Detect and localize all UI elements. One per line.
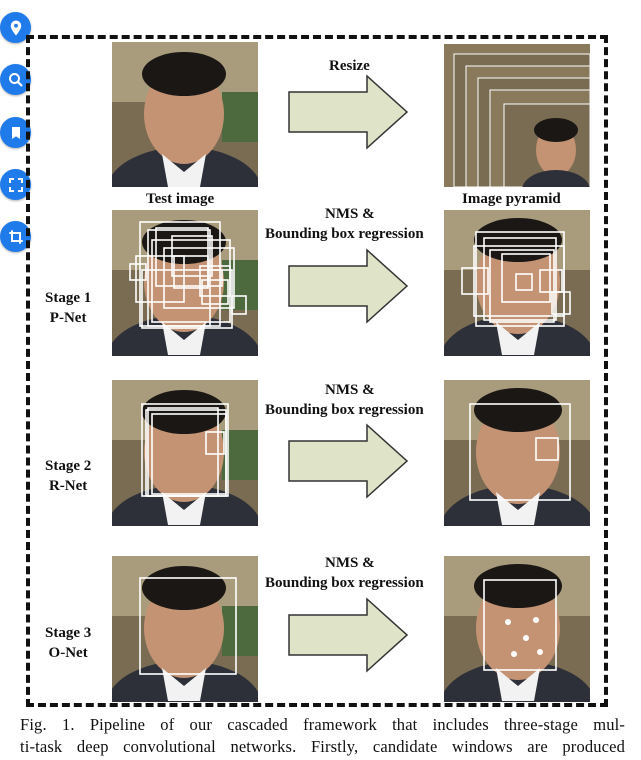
rnet-input-photo (112, 380, 258, 526)
nms-label-3: NMS & (325, 555, 375, 571)
pnet-arrow-icon (288, 248, 409, 324)
nms-label-2: NMS & (325, 382, 375, 398)
stage-1-title: Stage 1 (45, 290, 92, 306)
onet-output-photo (444, 556, 590, 702)
pnet-input-photo (112, 210, 258, 356)
image-pyramid-label: Image pyramid (462, 191, 561, 207)
bbr-label-3: Bounding box regression (265, 575, 424, 591)
image-pyramid-photo (444, 44, 590, 187)
stage-1-label: Stage 1 P-Net (45, 288, 91, 328)
stage-2-label: Stage 2 R-Net (45, 456, 91, 496)
fullscreen-icon[interactable] (0, 169, 31, 200)
stage-1-net: P-Net (49, 310, 87, 326)
figure-caption: Fig. 1. Pipeline of our cascaded framewo… (20, 714, 625, 758)
caption-line-2: ti-task deep convolutional networks. Fir… (20, 737, 625, 756)
stage-3-label: Stage 3 O-Net (45, 623, 91, 663)
resize-label: Resize (329, 58, 370, 74)
resize-arrow-icon (288, 74, 409, 150)
stage-3-title: Stage 3 (45, 625, 92, 641)
caption-line-1: Fig. 1. Pipeline of our cascaded framewo… (20, 715, 625, 734)
stage-2-title: Stage 2 (45, 458, 92, 474)
bookmark-icon[interactable] (0, 117, 31, 148)
pnet-output-photo (444, 210, 590, 356)
rnet-output-photo (444, 380, 590, 526)
stage-3-net: O-Net (48, 645, 88, 661)
test-image-photo (112, 42, 258, 187)
onet-arrow-icon (288, 597, 409, 673)
nms-label-1: NMS & (325, 206, 375, 222)
location-pin-icon[interactable] (0, 12, 31, 43)
figure-frame (26, 35, 608, 707)
zoom-search-icon[interactable] (0, 64, 31, 95)
onet-input-photo (112, 556, 258, 702)
rnet-arrow-icon (288, 423, 409, 499)
stage-2-net: R-Net (48, 478, 88, 494)
bbr-label-1: Bounding box regression (265, 226, 424, 242)
crop-icon[interactable] (0, 221, 31, 252)
test-image-label: Test image (146, 191, 215, 207)
bbr-label-2: Bounding box regression (265, 402, 424, 418)
